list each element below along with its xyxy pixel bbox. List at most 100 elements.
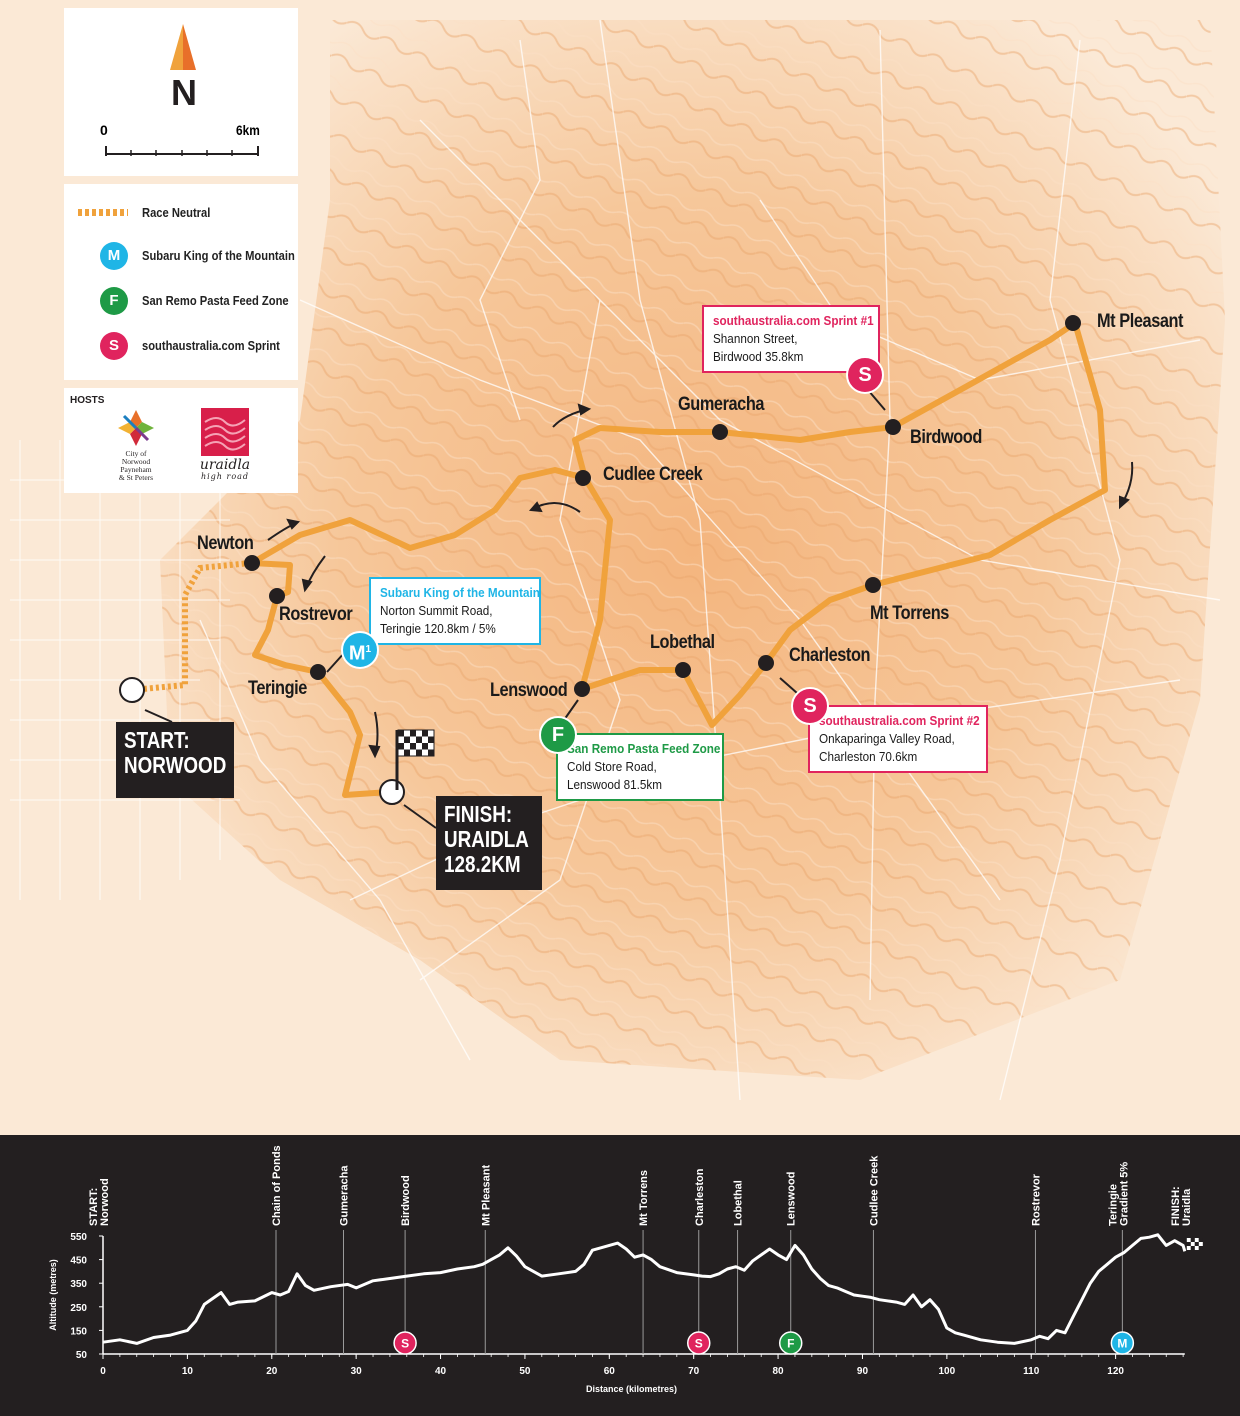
norwood-line: Norwood: [121, 457, 151, 466]
profile-badge-letter: M: [1117, 1337, 1127, 1351]
y-tick-label: 450: [70, 1256, 87, 1267]
marker-label-line: Teringie: [1107, 1184, 1119, 1226]
y-tick-label: 150: [70, 1326, 87, 1337]
uraidla-line: high road: [200, 472, 250, 481]
legend-item-kom: M Subaru King of the Mountain: [78, 242, 295, 272]
kom-callout: Subaru King of the Mountain Norton Summi…: [369, 577, 541, 645]
x-tick-label: 80: [773, 1366, 785, 1377]
sprint1-line2: Birdwood 35.8km: [713, 349, 804, 364]
town-dot-mtpleasant: [1065, 315, 1081, 331]
x-tick-label: 30: [351, 1366, 363, 1377]
x-tick-label: 120: [1107, 1366, 1124, 1377]
sprint2-line2: Charleston 70.6km: [819, 749, 918, 764]
marker-label-line: START:: [88, 1188, 100, 1226]
flag-square: [1194, 1246, 1199, 1250]
uraidla-logo-icon: [201, 408, 249, 456]
marker-label: FINISH:Uraidla: [1170, 1186, 1193, 1226]
town-dot-lenswood: [574, 681, 590, 697]
checkered-flag-icon: [395, 729, 435, 790]
marker-label: Charleston: [694, 1168, 706, 1226]
kom-badge-sup: 1: [365, 644, 372, 655]
x-tick-label: 110: [1023, 1366, 1040, 1377]
marker-label-line: Norwood: [99, 1178, 111, 1226]
feed-line1: Cold Store Road,: [567, 759, 657, 774]
compass-letter: N: [171, 72, 197, 113]
flag-square: [1186, 1242, 1191, 1246]
sprint-profile-badge-icon: [393, 1331, 417, 1355]
uraidla-logo-text: uraidla high road: [190, 458, 260, 481]
x-tick-label: 0: [100, 1366, 106, 1377]
legend-panel: Race Neutral M Subaru King of the Mounta…: [64, 184, 298, 380]
legend-label: Subaru King of the Mountain: [142, 248, 295, 263]
race-route: [250, 320, 1108, 798]
marker-label-line: Gradient 5%: [1118, 1162, 1130, 1226]
sprint-badge-icon: S: [100, 332, 128, 360]
x-axis-label: Distance (kilometres): [586, 1384, 677, 1394]
legend-item-sprint: S southaustralia.com Sprint: [78, 332, 288, 362]
finish-pointer: [403, 804, 437, 829]
norwood-logo-text: City of Norwood Payneham & St Peters: [104, 450, 168, 482]
finish-line1: FINISH:: [444, 801, 513, 827]
sprint2-callout: southaustralia.com Sprint #2 Onkaparinga…: [808, 705, 988, 773]
legend-item-race-neutral: Race Neutral: [78, 204, 288, 224]
feed-callout: San Remo Pasta Feed Zone Cold Store Road…: [556, 733, 724, 801]
town-dot-birdwood: [885, 419, 901, 435]
y-tick-label: 350: [70, 1279, 87, 1290]
marker-label: Mt Pleasant: [480, 1165, 492, 1226]
town-label-newton: Newton: [197, 533, 254, 554]
town-label-lenswood: Lenswood: [490, 680, 568, 701]
sprint1-line1: Shannon Street,: [713, 331, 798, 346]
town-dot-gumeracha: [712, 424, 728, 440]
town-label-teringie: Teringie: [248, 678, 307, 699]
marker-label: Gumeracha: [338, 1165, 350, 1226]
uraidla-line: uraidla: [199, 457, 251, 473]
flag-square: [1186, 1246, 1191, 1250]
profile-badge-letter: F: [787, 1337, 794, 1351]
feed-line2: Lenswood 81.5km: [567, 777, 662, 792]
x-tick-label: 20: [266, 1366, 278, 1377]
race-neutral-swatch: [78, 209, 128, 216]
kom-title: Subaru King of the Mountain: [380, 585, 540, 600]
marker-label: Chain of Ponds: [271, 1145, 283, 1226]
x-tick-label: 100: [939, 1366, 956, 1377]
feed-badge-map-icon: F: [539, 716, 577, 754]
flag-square: [1198, 1246, 1203, 1250]
kom-profile-badge-icon: [1110, 1331, 1135, 1355]
marker-label: START:Norwood: [88, 1178, 111, 1226]
kom-line2: Teringie 120.8km / 5%: [380, 621, 496, 636]
sprint-profile-badge-icon: [687, 1331, 711, 1355]
norwood-line: Payneham: [120, 465, 152, 474]
town-label-birdwood: Birdwood: [910, 427, 982, 448]
x-tick-label: 10: [182, 1366, 194, 1377]
norwood-line: & St Peters: [118, 473, 154, 482]
sprint2-pointer: [779, 677, 798, 694]
kom-line1: Norton Summit Road,: [380, 603, 493, 618]
flag-square: [1194, 1238, 1199, 1242]
y-axis-label: Altitude (metres): [48, 1259, 58, 1331]
marker-label: Mt Torrens: [638, 1170, 650, 1226]
start-pointer: [144, 709, 173, 723]
town-dot-teringie: [310, 664, 326, 680]
town-dot-cudlee: [575, 470, 591, 486]
marker-label: Birdwood: [400, 1175, 412, 1226]
town-label-lobethal: Lobethal: [650, 632, 715, 653]
profile-badge-letter: S: [695, 1337, 703, 1351]
finish-marker: [379, 779, 405, 805]
kom-badge-icon: M: [100, 242, 128, 270]
town-label-gumeracha: Gumeracha: [678, 394, 765, 415]
profile-finish-flag-icon: [1186, 1238, 1203, 1250]
town-dots: [244, 315, 1081, 697]
x-tick-label: 90: [857, 1366, 869, 1377]
town-dot-rostrevor: [269, 588, 285, 604]
sprint2-title: southaustralia.com Sprint #2: [819, 713, 980, 728]
elevation-line: [102, 1233, 1187, 1345]
sprint1-title: southaustralia.com Sprint #1: [713, 313, 874, 328]
town-dot-lobethal: [675, 662, 691, 678]
town-label-mttorrens: Mt Torrens: [870, 603, 949, 624]
x-tick-label: 70: [688, 1366, 700, 1377]
finish-line3: 128.2km: [444, 851, 521, 877]
flag-square: [1198, 1242, 1203, 1246]
